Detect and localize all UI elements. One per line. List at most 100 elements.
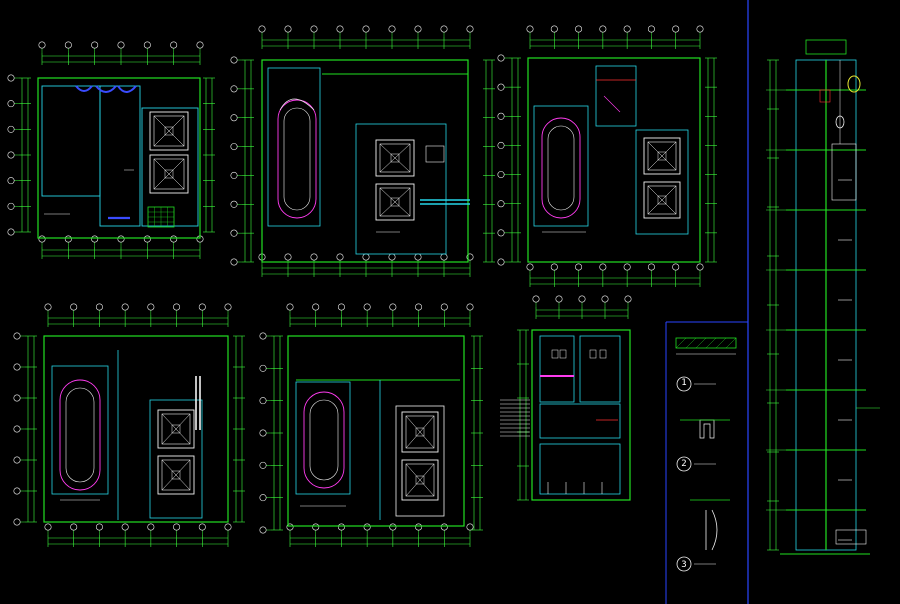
grid-bubble: [230, 85, 238, 93]
elevator-car: [375, 139, 415, 177]
grid-bubble: [198, 303, 206, 311]
grid-bubble: [466, 25, 474, 33]
grid-bubble: [7, 151, 15, 159]
grid-bubble: [550, 25, 558, 33]
shaft-wall-left: [795, 59, 827, 551]
grid-bubble: [13, 363, 21, 371]
outer-wall: [43, 335, 229, 523]
shaft-wall: [141, 107, 199, 227]
grid-bubble: [13, 332, 21, 340]
elevator-car-diagonal: [379, 187, 411, 217]
toilet-fixture: [599, 349, 607, 359]
grid-bubble: [310, 253, 318, 261]
grid-bubble: [259, 461, 267, 469]
red-equipment: [819, 89, 831, 103]
pool-room-wall: [51, 365, 109, 495]
stall-wall: [539, 335, 575, 403]
elevator-car-center: [164, 126, 174, 136]
outer-wall: [527, 57, 701, 263]
grid-bubble: [362, 25, 370, 33]
toilet-fixture: [551, 349, 559, 359]
elevator-car-inner: [153, 115, 185, 147]
grid-bubble: [143, 235, 151, 243]
elevator-section: [766, 39, 880, 555]
grid-bubble: [38, 235, 46, 243]
bath-outline: [303, 391, 345, 489]
toilet-fixture: [559, 349, 567, 359]
grid-bubble: [388, 25, 396, 33]
pool-room-wall: [295, 381, 351, 495]
elevator-car-center: [390, 197, 400, 207]
grid-bubble: [196, 41, 204, 49]
grid-bubble: [91, 41, 99, 49]
grid-bubble: [259, 364, 267, 372]
core-wall: [149, 399, 203, 519]
grid-bubble: [173, 303, 181, 311]
sheet-frame-lines: [665, 0, 749, 604]
elevator-car-center: [171, 424, 181, 434]
grid-bubble: [224, 303, 232, 311]
grid-bubble: [64, 235, 72, 243]
elevator-car-section: [831, 143, 857, 201]
grid-bubble: [259, 526, 267, 534]
plan-4: [13, 303, 245, 547]
grid-bubble: [44, 523, 52, 531]
plan-5: [259, 303, 483, 547]
magenta-leader: [603, 95, 621, 113]
elevator-car-inner: [405, 463, 435, 497]
grid-bubble: [497, 141, 505, 149]
grid-bubble: [440, 25, 448, 33]
hatch-line: [685, 337, 697, 349]
grid-bubble: [13, 518, 21, 526]
grid-bubble: [147, 523, 155, 531]
grid-bubble: [121, 523, 129, 531]
shaft-wall-right: [825, 59, 857, 551]
grid-bubble: [497, 171, 505, 179]
door-swings-blue: [75, 85, 137, 93]
grid-bubble: [601, 295, 609, 303]
elevator-car: [401, 459, 439, 501]
grid-bubble: [284, 253, 292, 261]
grid-bubble: [95, 523, 103, 531]
grid-bubble: [599, 25, 607, 33]
grid-bubble: [440, 523, 448, 531]
grid-bubble: [497, 83, 505, 91]
elevator-car-diagonal: [161, 413, 191, 445]
grid-bubble: [389, 303, 397, 311]
grid-bubble: [363, 303, 371, 311]
elevator-car: [157, 409, 195, 449]
grid-bubble: [121, 303, 129, 311]
grid-bubble: [13, 487, 21, 495]
detail-3-profile: [705, 509, 718, 551]
room-wall: [41, 85, 101, 197]
grid-bubble: [64, 41, 72, 49]
hatch-line: [675, 337, 687, 349]
grid-bubble: [336, 253, 344, 261]
grid-bubble: [38, 41, 46, 49]
grid-bubble: [696, 25, 704, 33]
elevator-car: [643, 137, 681, 175]
grid-bubble: [258, 25, 266, 33]
grid-bubble: [337, 303, 345, 311]
elevator-car: [643, 181, 681, 219]
grid-bubble: [532, 295, 540, 303]
bath-outline: [277, 99, 317, 219]
grid-bubble: [497, 229, 505, 237]
outer-wall: [287, 335, 465, 527]
grid-bubble: [7, 177, 15, 185]
grid-bubble: [259, 429, 267, 437]
toilet-fixture: [589, 349, 597, 359]
elevator-car-inner: [379, 187, 411, 217]
bath-inner: [309, 399, 339, 481]
grid-bubble: [647, 263, 655, 271]
grid-bubble: [575, 263, 583, 271]
grid-bubble: [414, 253, 422, 261]
grid-bubble: [70, 303, 78, 311]
grid-bubble: [44, 303, 52, 311]
elevator-car-diagonal: [153, 158, 185, 190]
plan-3: [497, 25, 717, 287]
grid-bubble: [388, 253, 396, 261]
grid-bubble: [95, 303, 103, 311]
